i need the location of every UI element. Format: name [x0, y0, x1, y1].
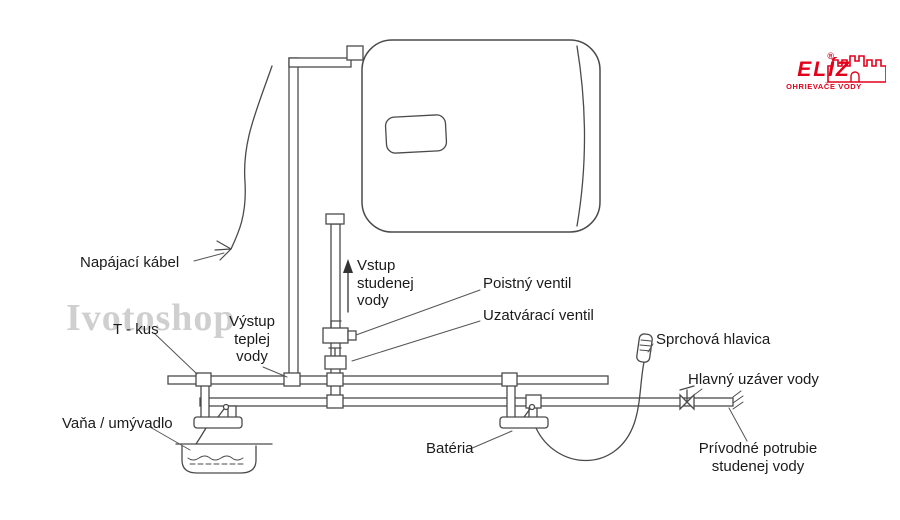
- right-mixer-tap: [499, 403, 549, 429]
- registered-mark: ®: [827, 51, 834, 61]
- safety-valve: [322, 320, 357, 344]
- label-mixer-tap: Batéria: [426, 440, 474, 457]
- main-shutoff-valve: [679, 385, 695, 411]
- label-supply-pipe: Prívodné potrubie studenej vody: [698, 440, 818, 475]
- power-cable-line: [214, 65, 273, 261]
- label-hot-water-outlet: Výstup teplej vody: [229, 313, 275, 366]
- pipe-fittings: [195, 372, 542, 409]
- label-t-piece: T - kus: [113, 321, 159, 338]
- eliz-logo: ® ELÍZ OHRIEVAČE VODY: [776, 40, 886, 91]
- logo-brand: ELÍZ: [797, 58, 851, 81]
- label-shutoff-valve: Uzatvárací ventil: [483, 307, 594, 324]
- label-safety-valve: Poistný ventil: [483, 275, 572, 292]
- shower-hose: [535, 361, 645, 461]
- cold-inlet-arrow: [343, 259, 353, 313]
- label-cold-water-inlet: Vstup studenej vody: [357, 257, 414, 310]
- supply-pipe-end: [732, 390, 744, 410]
- logo-tagline: OHRIEVAČE VODY: [786, 82, 862, 91]
- label-bathtub: Vaňa / umývadlo: [62, 415, 173, 432]
- distribution-pipes: [167, 375, 734, 407]
- castle-icon: [827, 55, 886, 83]
- label-shower-head: Sprchová hlavica: [656, 331, 771, 348]
- shower-head: [636, 333, 653, 363]
- label-main-water-valve: Hlavný uzáver vody: [688, 371, 819, 388]
- watermark: Ivotoshop: [66, 297, 236, 339]
- label-power-cable: Napájací kábel: [80, 254, 180, 271]
- shutoff-valve: [324, 347, 347, 370]
- bathtub: [175, 443, 273, 474]
- left-mixer-tap: [193, 403, 243, 445]
- leader-lines: [149, 252, 748, 451]
- water-heater-tank: [361, 39, 601, 233]
